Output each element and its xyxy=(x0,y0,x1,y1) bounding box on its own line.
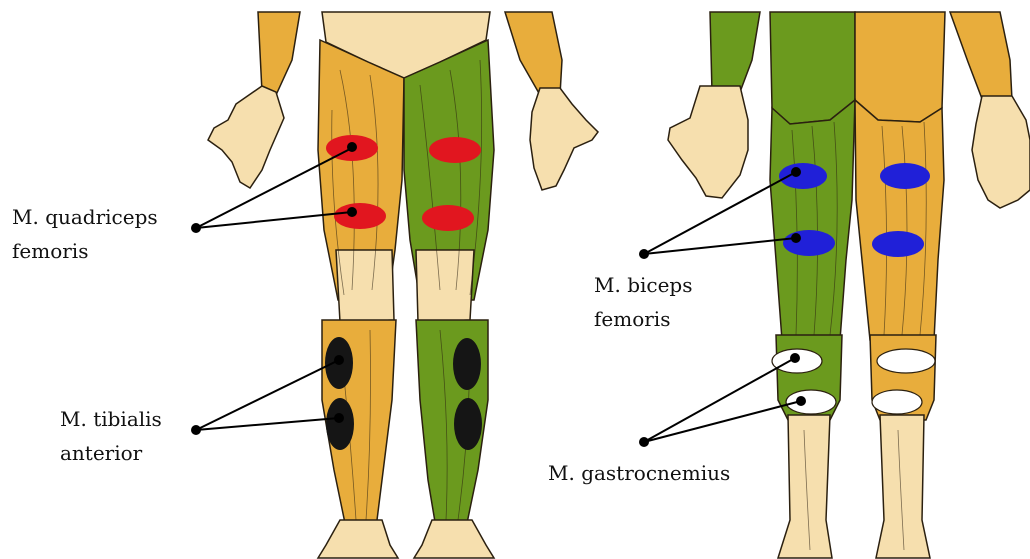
gastrocnemius-pointer-lower xyxy=(644,401,801,442)
gastrocnemius-electrode-upper-right xyxy=(877,349,935,373)
anterior-view xyxy=(208,12,598,558)
back-right-thigh xyxy=(855,100,944,340)
quadriceps-label-line1: M. quadriceps xyxy=(12,200,158,234)
biceps-pointer-lower xyxy=(644,238,796,254)
biceps-target-dot-upper xyxy=(791,167,801,177)
biceps-label-line2: femoris xyxy=(594,302,693,336)
biceps-pointer-dot xyxy=(639,249,649,259)
biceps-target-dot-lower xyxy=(791,233,801,243)
biceps-label: M. biceps femoris xyxy=(594,268,693,336)
quadriceps-electrode-upper-right xyxy=(429,137,481,163)
gastrocnemius-target-dot-lower xyxy=(796,396,806,406)
biceps-electrode-lower-right xyxy=(872,231,924,257)
biceps-label-line1: M. biceps xyxy=(594,268,693,302)
front-left-knee xyxy=(336,250,394,322)
gastrocnemius-pointer-upper xyxy=(644,358,795,442)
back-left-arm xyxy=(710,12,760,92)
back-left-ankle xyxy=(778,415,832,558)
front-left-hand xyxy=(208,86,284,188)
biceps-electrode-upper-left xyxy=(779,163,827,189)
quadriceps-label-line2: femoris xyxy=(12,234,158,268)
quadriceps-electrode-lower-left xyxy=(334,203,386,229)
quadriceps-target-dot-upper xyxy=(347,142,357,152)
tibialis-label: M. tibialis anterior xyxy=(60,402,162,470)
tibialis-label-line2: anterior xyxy=(60,436,162,470)
gastrocnemius-target-dot-upper xyxy=(790,353,800,363)
back-left-hand xyxy=(668,86,748,198)
tibialis-electrode-upper-right xyxy=(453,338,481,390)
front-right-hand xyxy=(530,88,598,190)
back-right-hand xyxy=(972,96,1030,208)
biceps-electrode-upper-right xyxy=(880,163,930,189)
gastrocnemius-pointer-dot xyxy=(639,437,649,447)
front-left-foot xyxy=(318,520,398,558)
gastrocnemius-label: M. gastrocnemius xyxy=(548,456,730,490)
back-left-thigh xyxy=(770,100,855,340)
quadriceps-pointer-dot xyxy=(191,223,201,233)
gastrocnemius-electrode-lower-right xyxy=(872,390,922,414)
biceps-electrode-lower-left xyxy=(783,230,835,256)
tibialis-electrode-lower-right xyxy=(454,398,482,450)
front-right-foot xyxy=(414,520,494,558)
tibialis-electrode-lower-left xyxy=(326,398,354,450)
tibialis-pointer-dot xyxy=(191,425,201,435)
quadriceps-target-dot-lower xyxy=(347,207,357,217)
back-right-arm xyxy=(950,12,1012,104)
gastrocnemius-label-line1: M. gastrocnemius xyxy=(548,456,730,490)
quadriceps-electrode-lower-right xyxy=(422,205,474,231)
front-right-arm xyxy=(505,12,562,95)
quadriceps-label: M. quadriceps femoris xyxy=(12,200,158,268)
back-right-gluteus xyxy=(855,12,945,122)
tibialis-target-dot-upper xyxy=(334,355,344,365)
back-left-gluteus xyxy=(770,12,855,124)
front-right-knee xyxy=(416,250,474,322)
tibialis-label-line1: M. tibialis xyxy=(60,402,162,436)
tibialis-target-dot-lower xyxy=(334,413,344,423)
front-left-arm xyxy=(258,12,300,95)
